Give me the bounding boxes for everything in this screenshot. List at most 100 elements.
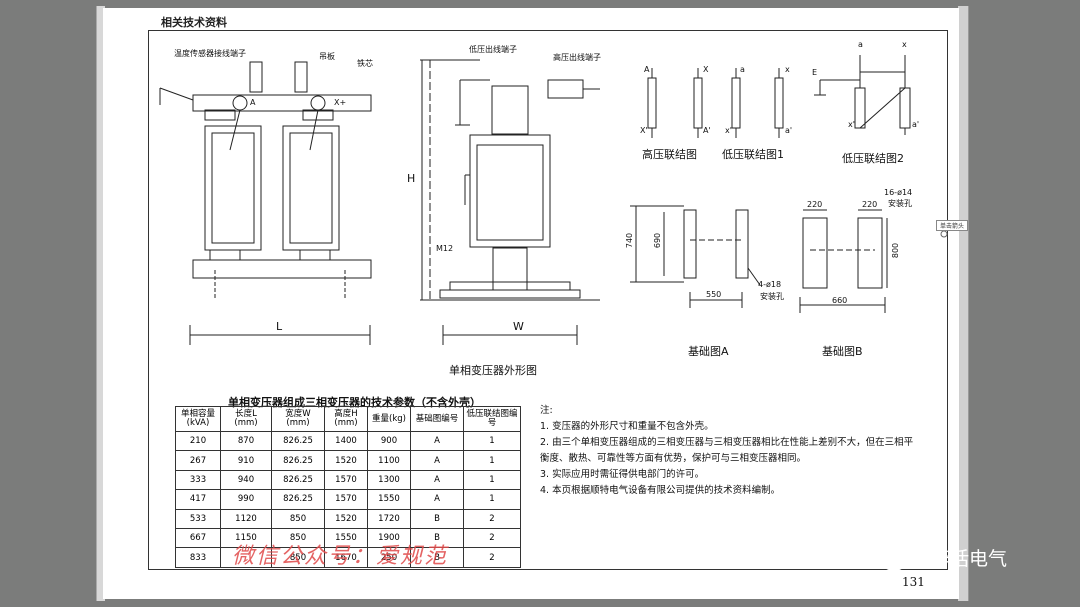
table-cell: A [410, 489, 464, 510]
lv2-term-ap: a' [912, 120, 920, 129]
lv2-term-a: a [858, 40, 863, 49]
found-b-dim-220a: 220 [807, 200, 823, 209]
terminal-x-label: X+ [334, 98, 347, 107]
wechat-icon [869, 544, 906, 571]
label-lifting-plate: 吊板 [319, 52, 335, 61]
found-b-dim-220b: 220 [862, 200, 878, 209]
label-temp-sensor: 温度传感器接线端子 [174, 49, 246, 58]
hv-term-A: A [644, 65, 650, 74]
table-cell: 1 [463, 469, 521, 491]
found-b-holes-note: 安装孔 [888, 199, 912, 208]
note-item: 2. 由三个单相变压器组成的三相变压器与三相变压器相比在性能上差别不大，但在三相… [540, 437, 914, 448]
table-cell: 1550 [367, 489, 411, 510]
table-cell: 210 [175, 430, 221, 452]
table-cell: 1300 [367, 469, 411, 491]
notes-block: 注: 1. 变压器的外形尺寸和重量不包含外壳。 2. 由三个单相变压器组成的三相… [540, 403, 913, 499]
col-lv-wiring: 低压联结图编号 [463, 406, 521, 432]
table-cell: 333 [175, 469, 221, 491]
dim-h-label: H [407, 172, 416, 185]
lv1-term-ap: a' [785, 126, 793, 135]
table-cell: 417 [175, 489, 221, 510]
transformer-front-view [159, 61, 372, 345]
page-header: 相关技术资料 [161, 16, 227, 29]
table-cell: 2 [463, 508, 521, 529]
foundation-b-drawing [799, 209, 888, 313]
dim-l-label: L [276, 320, 283, 333]
table-cell: 667 [175, 527, 221, 549]
table-cell: 1520 [324, 508, 368, 529]
table-cell: 1720 [367, 508, 411, 529]
table-cell: 940 [220, 469, 272, 491]
lv1-wiring-caption: 低压联结图1 [722, 148, 784, 161]
table-cell: 1570 [324, 489, 368, 510]
lv1-term-xp: x' [725, 126, 732, 135]
label-iron-core: 铁芯 [357, 59, 373, 68]
found-a-holes-note: 安装孔 [760, 292, 784, 301]
table-cell: 990 [220, 489, 272, 510]
label-lv-terminal: 低压出线端子 [469, 45, 517, 54]
book-page-stack-right [958, 6, 969, 601]
watermark-text: 微信公众号：爱规范 [232, 544, 449, 569]
table-cell: 2 [463, 527, 521, 549]
lv1-wiring-diagram [731, 68, 784, 138]
side-view-caption: 单相变压器外形图 [449, 364, 537, 377]
found-a-dim-740: 740 [625, 232, 635, 249]
lv2-wiring-diagram [814, 55, 911, 135]
transformer-side-view [420, 59, 600, 345]
table-cell: 1 [463, 489, 521, 510]
table-cell: 1520 [324, 450, 368, 471]
book-page-stack-left [96, 6, 105, 601]
terminal-a-label: A [250, 98, 256, 107]
drawing-frame [148, 30, 948, 570]
table-cell: A [410, 430, 464, 452]
found-a-dim-550: 550 [706, 290, 722, 299]
table-cell: 267 [175, 450, 221, 471]
foundation-b-caption: 基础图B [822, 345, 863, 358]
lv2-term-xp: x' [848, 120, 855, 129]
click-arrow-icon [940, 230, 948, 238]
found-b-dim-660: 660 [832, 296, 848, 305]
table-cell: 1400 [324, 430, 368, 452]
note-item: 衡度、散热、可靠性等方面有优势，保护可与三相变压器相同。 [540, 453, 807, 464]
table-cell: 870 [220, 430, 272, 452]
table-cell: 1100 [367, 450, 411, 471]
table-cell: B [410, 508, 464, 529]
table-cell: 826.25 [271, 469, 325, 491]
foundation-a-caption: 基础图A [688, 345, 729, 358]
spec-table-title: 单相变压器组成三相变压器的技术参数（不含外壳） [228, 396, 481, 409]
lv1-term-x: x [785, 65, 790, 74]
found-a-dim-690: 690 [653, 232, 663, 249]
table-cell: 910 [220, 450, 272, 471]
col-width: 宽度W(mm) [271, 406, 325, 432]
note-item: 1. 变压器的外形尺寸和重量不包含外壳。 [540, 421, 714, 432]
col-length: 长度L(mm) [220, 406, 272, 432]
notes-title: 注: [540, 405, 553, 416]
table-cell: 2 [463, 547, 521, 568]
note-item: 4. 本页根据顺特电气设备有限公司提供的技术资料编制。 [540, 485, 781, 496]
hv-term-Xp: X' [640, 126, 648, 135]
table-cell: 826.25 [271, 450, 325, 471]
page-number: 131 [902, 575, 925, 589]
table-cell: 833 [175, 547, 221, 568]
found-b-dim-800: 800 [891, 242, 901, 259]
foundation-a-drawing [630, 205, 761, 308]
col-height: 高度H(mm) [324, 406, 368, 432]
lv2-wiring-caption: 低压联结图2 [842, 152, 904, 165]
col-foundation: 基础图编号 [410, 406, 464, 432]
lv2-term-x: x [902, 40, 907, 49]
table-cell: 826.25 [271, 489, 325, 510]
note-item: 3. 实际应用时需征得供电部门的许可。 [540, 469, 705, 480]
col-capacity: 单相容量(kVA) [175, 406, 221, 432]
click-arrow-tag[interactable]: 单击箭头 [936, 220, 969, 231]
spec-table: 单相容量(kVA) 长度L(mm) 宽度W(mm) 高度H(mm) 重量(kg)… [175, 406, 521, 568]
wechat-badge: 炳华话电气 [868, 538, 1048, 578]
table-cell: 826.25 [271, 430, 325, 452]
table-cell: 1 [463, 430, 521, 452]
hv-wiring-diagram [647, 68, 703, 138]
